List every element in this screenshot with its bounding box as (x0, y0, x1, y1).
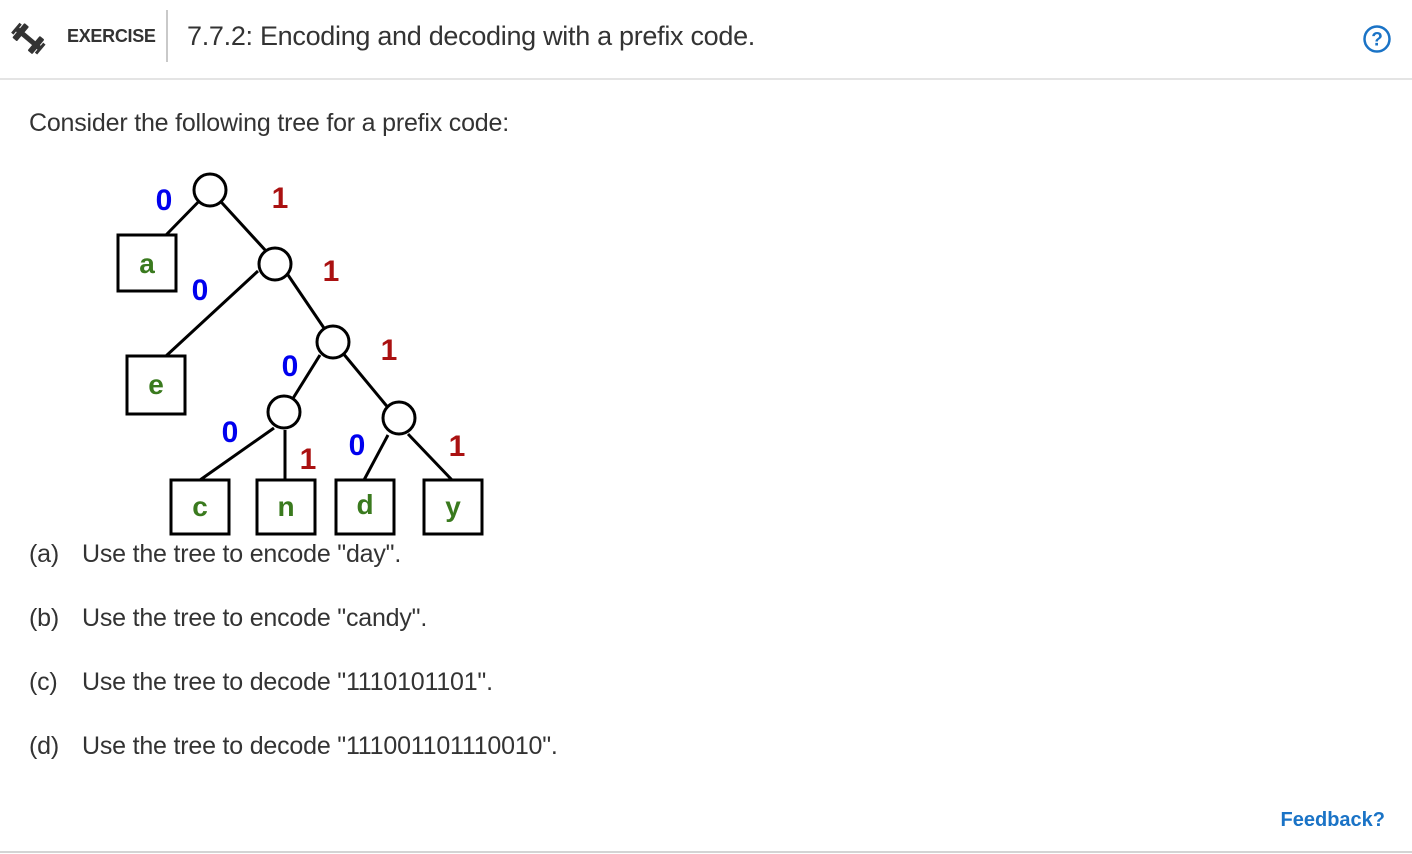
leaf-c: c (192, 491, 208, 522)
question-text: Use the tree to decode "111001101110010"… (82, 732, 558, 760)
question-d: (d) Use the tree to decode "1110011011100… (29, 732, 558, 761)
tree-node-n4 (381, 400, 417, 436)
edge-label-n2-0: 0 (282, 350, 299, 383)
leaf-box-d (334, 478, 396, 536)
leaf-d: d (356, 489, 373, 520)
edge-n4-y (406, 432, 454, 482)
edge-label-n1-1: 1 (323, 255, 340, 288)
leaf-y: y (445, 491, 461, 522)
edge-n2-n4 (340, 351, 392, 411)
edge-label-n4-0: 0 (349, 429, 366, 462)
edge-label-n1-0: 0 (192, 274, 209, 307)
tree-node-n1 (257, 246, 293, 282)
edge-n3-c (199, 426, 275, 482)
intro-text: Consider the following tree for a prefix… (29, 109, 509, 137)
header-divider (166, 10, 168, 62)
leaf-box-n (255, 478, 317, 536)
edge-n1-n2 (284, 271, 328, 332)
question-b: (b) Use the tree to encode "candy". (29, 604, 427, 633)
question-a: (a) Use the tree to encode "day". (29, 540, 401, 569)
question-label: (d) (29, 732, 59, 760)
question-label: (c) (29, 668, 58, 696)
question-text: Use the tree to decode "1110101101". (82, 668, 493, 696)
edge-label-root-1: 1 (272, 182, 289, 215)
edge-n1-e (164, 269, 260, 358)
tree-node-root (192, 172, 228, 208)
help-symbol: ? (1371, 30, 1383, 51)
edge-n4-d (362, 434, 390, 481)
edge-label-n3-1: 1 (300, 443, 317, 476)
question-label: (a) (29, 540, 59, 568)
question-text: Use the tree to encode "candy". (82, 604, 428, 632)
question-c: (c) Use the tree to decode "1110101101". (29, 668, 493, 697)
tree-node-n2 (315, 324, 351, 360)
prefix-code-tree: a e c n d y 0 0 0 0 0 1 1 1 1 1 (116, 172, 484, 536)
leaf-box-a (116, 233, 178, 293)
leaf-box-y (422, 478, 484, 536)
leaf-box-e (125, 354, 187, 416)
edge-label-n4-1: 1 (449, 430, 466, 463)
exercise-title: 7.7.2: Encoding and decoding with a pref… (187, 21, 755, 51)
dumbbell-icon (11, 22, 46, 55)
edge-label-n3-0: 0 (222, 416, 239, 449)
leaf-a: a (139, 248, 155, 279)
edge-label-n2-1: 1 (381, 334, 398, 367)
exercise-header: EXERCISE 7.7.2: Encoding and decoding wi… (0, 0, 1412, 80)
leaf-e: e (148, 369, 164, 400)
question-label: (b) (29, 604, 59, 632)
leaf-box-c (169, 478, 231, 536)
exercise-label: EXERCISE (67, 26, 156, 46)
edge-n2-n3 (290, 354, 322, 401)
footer-divider (0, 851, 1412, 853)
question-text: Use the tree to encode "day". (82, 540, 402, 568)
tree-node-n3 (266, 394, 302, 430)
edge-label-root-0: 0 (156, 184, 173, 217)
question-circle-icon[interactable]: ? (1362, 24, 1392, 54)
feedback-link[interactable]: Feedback? (1280, 809, 1385, 831)
leaf-n: n (277, 491, 294, 522)
